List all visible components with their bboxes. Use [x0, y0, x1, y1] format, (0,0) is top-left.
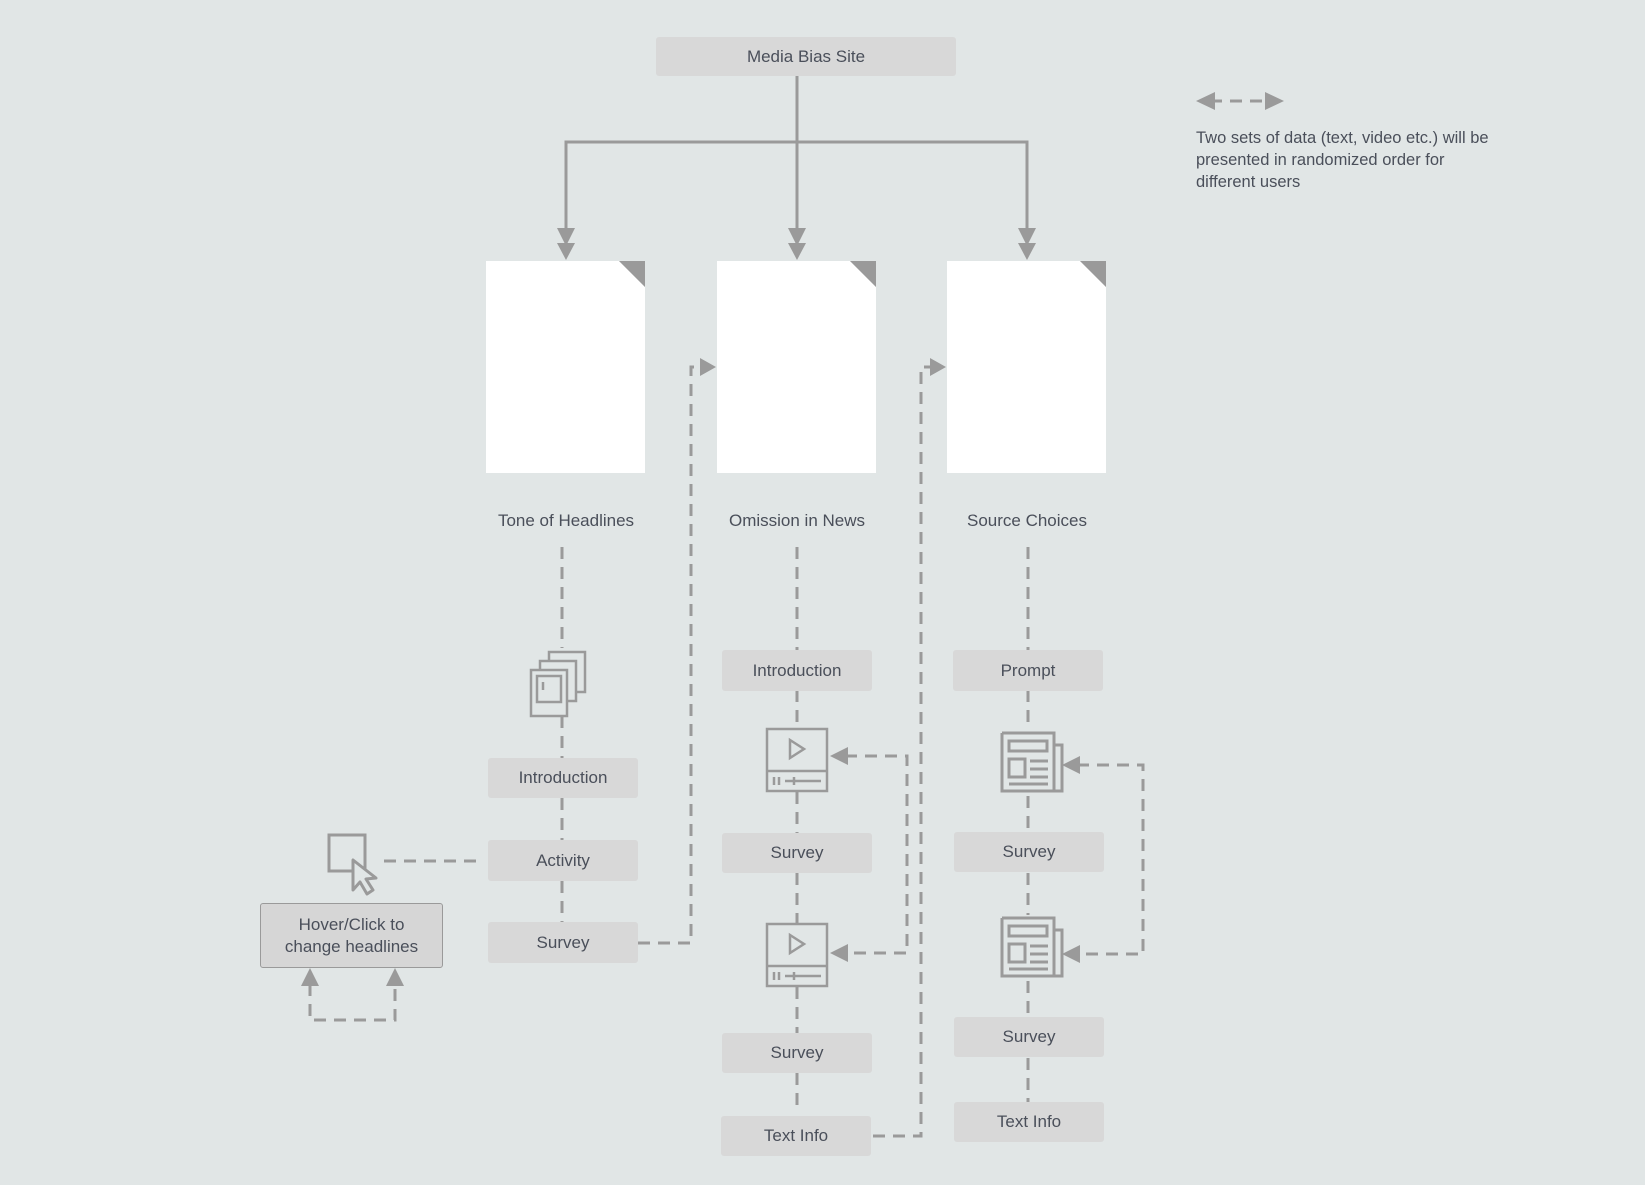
newspaper-icon [1000, 916, 1064, 978]
hover-click-instruction: Hover/Click to change headlines [260, 903, 443, 968]
col3-survey-1: Survey [954, 832, 1104, 872]
col2-survey-2: Survey [722, 1033, 872, 1073]
double-headed-dashed-arrow-icon [1196, 92, 1284, 110]
page-omission-in-news [717, 261, 876, 473]
page-source-choices [947, 261, 1106, 473]
video-player-icon [765, 727, 829, 793]
col2-text-info: Text Info [721, 1116, 871, 1156]
site-title: Media Bias Site [656, 37, 956, 76]
legend-text: Two sets of data (text, video etc.) will… [1196, 129, 1489, 191]
col1-survey: Survey [488, 922, 638, 963]
column-label-tone-of-headlines: Tone of Headlines [497, 511, 635, 530]
col2-introduction: Introduction [722, 650, 872, 691]
col1-introduction: Introduction [488, 758, 638, 798]
newspaper-icon [1000, 731, 1064, 793]
column-label-source-choices: Source Choices [966, 511, 1087, 530]
col3-survey-2: Survey [954, 1017, 1104, 1057]
tree-connector [557, 75, 1036, 246]
col3-prompt: Prompt [953, 650, 1103, 691]
column-label-omission-in-news: Omission in News [728, 511, 866, 530]
arrowheads [301, 92, 1284, 986]
page-tone-of-headlines [486, 261, 645, 473]
col2-survey-1: Survey [722, 833, 872, 873]
cursor-click-icon [327, 833, 378, 896]
col3-text-info: Text Info [954, 1102, 1104, 1142]
video-player-icon [765, 922, 829, 988]
stacked-cards-icon [529, 650, 587, 718]
dashed-flow-lines [308, 99, 1265, 1138]
col1-activity: Activity [488, 840, 638, 881]
